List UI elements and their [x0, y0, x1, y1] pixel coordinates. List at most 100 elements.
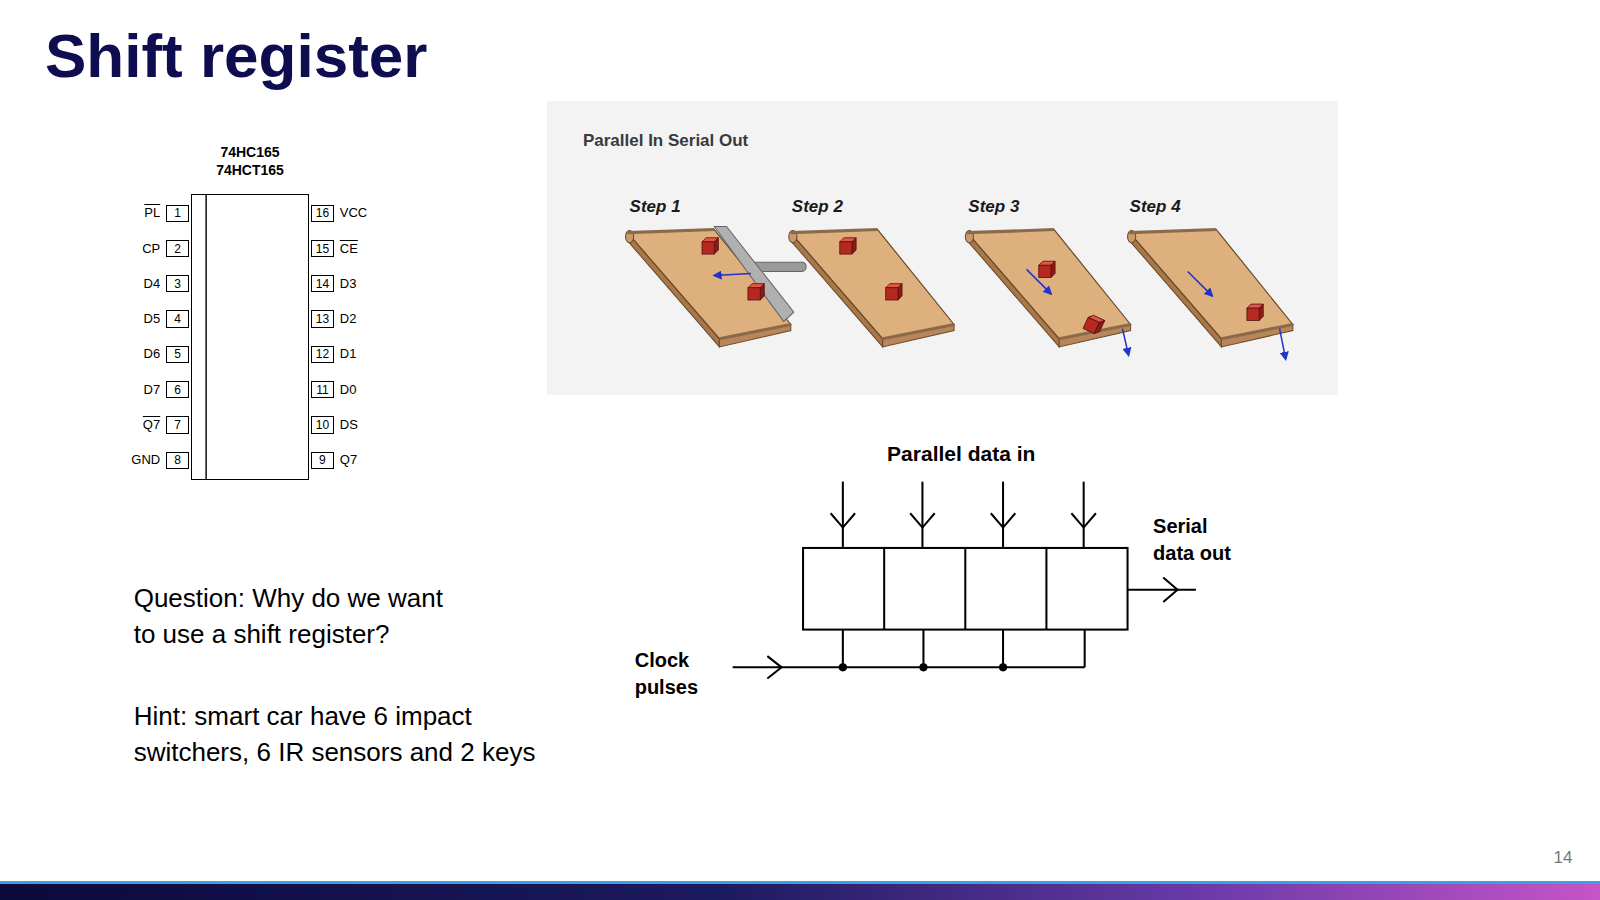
motion-arrow [1122, 329, 1128, 356]
pin-number-box: 5 [166, 346, 188, 363]
pin-name: D2 [340, 311, 357, 327]
data-cube [1039, 261, 1055, 277]
pin-number: 9 [319, 454, 326, 466]
pin-number: 13 [316, 313, 329, 325]
pin-number: 5 [174, 348, 181, 360]
pin-name: D1 [340, 346, 357, 362]
step-label: Step 1 [630, 197, 681, 217]
ic-body: 74HC165 74HCT165 [191, 194, 309, 480]
data-cube [702, 238, 718, 254]
pin-number-box: 12 [311, 346, 333, 363]
pin-number: 2 [174, 243, 181, 255]
motion-arrow [1027, 269, 1051, 293]
pin-number-box: 3 [166, 275, 188, 292]
pin-number-box: 10 [311, 416, 333, 433]
pin-number-box: 16 [311, 205, 333, 222]
output-line [1128, 589, 1196, 591]
pin-number: 4 [174, 313, 181, 325]
hint-note: Hint: smart car have 6 impact switchers,… [134, 698, 564, 770]
question-note: Question: Why do we want to use a shift … [134, 580, 456, 652]
input-line [1083, 482, 1085, 548]
pin-number-box: 15 [311, 240, 333, 257]
register-cell-divider [883, 548, 885, 630]
pin-name: D5 [144, 311, 161, 327]
pin-name: D6 [144, 346, 161, 362]
pin-number: 6 [174, 384, 181, 396]
illustration-panel: Parallel In Serial Out [547, 101, 1338, 395]
junction-dot [999, 663, 1007, 671]
input-arrowhead [910, 513, 934, 527]
panel-heading: Parallel In Serial Out [583, 131, 748, 151]
pin-name: Q7 [340, 452, 357, 468]
pin-number-box: 9 [311, 452, 333, 469]
pin-number-box: 4 [166, 310, 188, 327]
step-label: Step 4 [1130, 197, 1181, 217]
signal-label: Serial data out [1153, 513, 1245, 567]
pin-number: 16 [316, 207, 329, 219]
illustration-panel [547, 101, 1338, 395]
junction-dot [919, 663, 927, 671]
conveyor-belt [1128, 230, 1293, 347]
footer-accent-line [0, 881, 1600, 884]
data-cube [1083, 314, 1105, 336]
pin-name: Q7 [143, 417, 160, 433]
pin-number-box: 7 [166, 416, 188, 433]
motion-arrow [1280, 329, 1286, 360]
clock-tap [1002, 630, 1004, 668]
pin-number-box: 8 [166, 452, 188, 469]
pusher-plate [714, 227, 794, 322]
pin-number-box: 11 [311, 381, 333, 398]
input-arrowhead [831, 513, 855, 527]
pin-name: PL [144, 205, 160, 221]
signal-label: Parallel data in [887, 441, 1035, 466]
motion-arrow [1188, 271, 1212, 295]
conveyor-belt [789, 230, 954, 347]
pin-number: 3 [174, 278, 181, 290]
pin-number-box: 14 [311, 275, 333, 292]
input-line [1002, 482, 1004, 548]
step-label: Step 2 [792, 197, 843, 217]
pin-number: 8 [174, 454, 181, 466]
output-arrowhead [1163, 578, 1177, 602]
clock-tap [842, 630, 844, 668]
input-arrowhead [1071, 513, 1095, 527]
data-cube [1247, 304, 1263, 320]
page-number: 14 [1554, 848, 1573, 868]
pin-name: D3 [340, 276, 357, 292]
register-block [803, 548, 1127, 630]
pin-name: D7 [144, 382, 161, 398]
clock-tap [1084, 630, 1086, 668]
conveyor-belt [965, 230, 1130, 347]
register-cell-divider [1045, 548, 1047, 630]
data-cube [748, 284, 764, 300]
chip-notch-line [205, 194, 206, 480]
clock-tap [922, 630, 924, 668]
pin-name: D0 [340, 382, 357, 398]
pin-number: 12 [316, 348, 329, 360]
pin-name: CP [142, 241, 160, 257]
register-cell-divider [964, 548, 966, 630]
pin-number-box: 1 [166, 205, 188, 222]
pin-number: 11 [316, 384, 328, 396]
input-line [921, 482, 923, 548]
pin-name: DS [340, 417, 358, 433]
pin-number: 1 [174, 207, 181, 219]
pin-number-box: 13 [311, 310, 333, 327]
pin-name: GND [131, 452, 160, 468]
pin-number: 10 [316, 419, 329, 431]
pin-number: 14 [316, 278, 329, 290]
footer-bar [0, 884, 1600, 900]
signal-label: Clock pulses [635, 647, 720, 701]
junction-dot [839, 663, 847, 671]
motion-arrow [714, 273, 751, 275]
data-cube [840, 238, 856, 254]
slide-title: Shift register [45, 25, 427, 87]
pin-number: 15 [316, 243, 329, 255]
pin-number-box: 2 [166, 240, 188, 257]
chip-part-number: 74HC165 74HCT165 [209, 143, 291, 179]
pin-name: VCC [340, 205, 367, 221]
clock-line [733, 666, 1085, 668]
data-cube [886, 284, 902, 300]
register-diagram [733, 482, 1196, 679]
